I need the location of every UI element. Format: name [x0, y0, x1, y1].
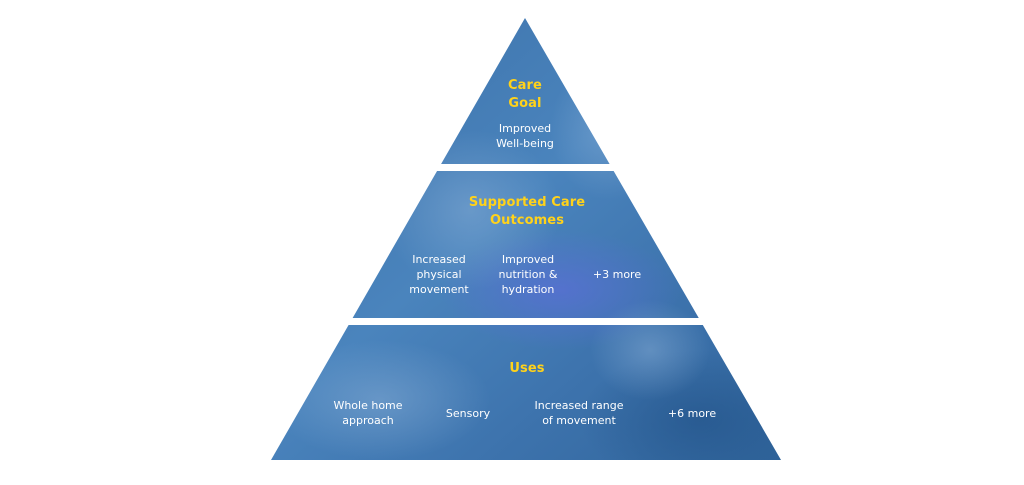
bottom-tier-title: Uses — [509, 361, 545, 376]
bottom-tier-item-4: +6 more — [667, 407, 717, 420]
bottom-tier-item-3: Increased range of movement — [534, 399, 624, 427]
tier-separator-top — [260, 164, 790, 171]
bottom-tier-item-2: Sensory — [445, 407, 491, 420]
tier-separator-bottom — [260, 318, 790, 325]
top-tier-item-1: Improved Well-being — [496, 122, 554, 150]
middle-tier-item-1: Increased physical movement — [409, 253, 469, 296]
middle-tier-item-2: Improved nutrition & hydration — [498, 253, 558, 296]
bottom-tier-item-1: Whole home approach — [333, 399, 403, 427]
middle-tier-title: Supported Care Outcomes — [468, 195, 586, 228]
middle-tier-item-3: +3 more — [592, 268, 642, 281]
top-tier-title: Care Goal — [508, 78, 542, 111]
